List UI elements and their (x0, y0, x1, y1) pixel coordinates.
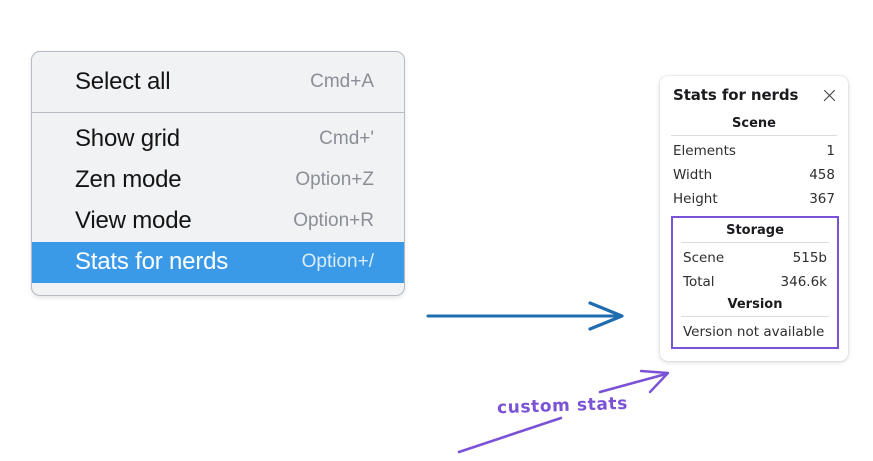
stat-value: 458 (809, 167, 835, 183)
custom-stats-highlight-box: Storage Scene 515b Total 346.6k Version … (671, 216, 839, 349)
stats-panel-title: Stats for nerds (673, 86, 799, 104)
menu-item-label: Stats for nerds (75, 248, 229, 275)
menu-item-shortcut: Cmd+' (319, 128, 374, 149)
menu-item-show-grid[interactable]: Show grid Cmd+' (32, 119, 404, 160)
menu-group-1: Select all Cmd+A (32, 52, 404, 112)
menu-item-shortcut: Cmd+A (310, 71, 374, 92)
stats-for-nerds-panel: Stats for nerds Scene Elements 1 Width 4… (660, 76, 848, 361)
stat-value: 367 (809, 191, 835, 207)
stat-row: Total 346.6k (673, 270, 837, 294)
stat-key: Scene (683, 250, 725, 266)
stat-row: Height 367 (660, 187, 848, 211)
storage-section-heading: Storage (726, 223, 784, 238)
menu-item-stats-for-nerds[interactable]: Stats for nerds Option+/ (32, 242, 404, 283)
custom-stats-annotation: custom stats (496, 393, 629, 419)
stats-panel-header: Stats for nerds (660, 86, 848, 104)
version-value: Version not available (683, 324, 825, 340)
blue-arrow (426, 301, 624, 331)
menu-item-select-all[interactable]: Select all Cmd+A (32, 62, 404, 103)
menu-item-label: View mode (75, 207, 192, 234)
menu-item-shortcut: Option+R (293, 210, 374, 231)
menu-item-shortcut: Option+Z (295, 169, 374, 190)
menu-item-label: Zen mode (75, 166, 182, 193)
menu-item-shortcut: Option+/ (301, 251, 374, 272)
section-divider (671, 135, 837, 136)
stat-value: 1 (826, 143, 835, 159)
stat-row: Scene 515b (673, 246, 837, 270)
stat-key: Width (673, 167, 713, 183)
stat-key: Height (673, 191, 718, 207)
context-menu: Select all Cmd+A Show grid Cmd+' Zen mod… (31, 51, 405, 296)
stat-value: 515b (792, 250, 827, 266)
purple-arrow-to-box (598, 369, 670, 394)
version-section-heading: Version (727, 297, 783, 312)
menu-group-2: Show grid Cmd+' Zen mode Option+Z View m… (32, 113, 404, 295)
menu-item-label: Show grid (75, 125, 180, 152)
stat-key: Elements (673, 143, 736, 159)
menu-divider (32, 112, 404, 113)
menu-item-zen-mode[interactable]: Zen mode Option+Z (32, 160, 404, 201)
stat-value: 346.6k (780, 274, 827, 290)
purple-underline-stroke (457, 416, 563, 454)
menu-item-label: Select all (75, 68, 171, 95)
stat-row: Elements 1 (660, 139, 848, 163)
section-divider (681, 316, 829, 317)
scene-section-heading: Scene (732, 116, 776, 131)
close-icon[interactable] (822, 88, 837, 103)
menu-item-view-mode[interactable]: View mode Option+R (32, 201, 404, 242)
stat-row: Width 458 (660, 163, 848, 187)
section-divider (681, 242, 829, 243)
stat-key: Total (683, 274, 715, 290)
